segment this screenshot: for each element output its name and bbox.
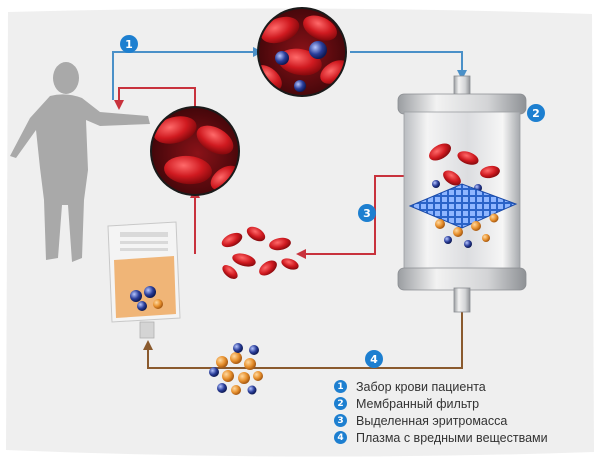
plasma-line xyxy=(147,312,463,369)
step-badge-3: 3 xyxy=(358,204,376,222)
svg-text:2: 2 xyxy=(532,107,540,120)
arrow-down-icon xyxy=(114,100,124,110)
step-badge-2: 2 xyxy=(527,104,545,122)
arrow-down-icon xyxy=(457,70,467,80)
blood-draw-line xyxy=(112,51,253,100)
return-line xyxy=(118,87,196,106)
legend-number-badge: 3 xyxy=(334,414,347,427)
patient-silhouette-icon xyxy=(10,62,150,263)
legend-label: Забор крови пациента xyxy=(356,379,486,394)
legend-label: Мембранный фильтр xyxy=(356,396,480,411)
arrow-up-icon xyxy=(143,340,153,350)
red-blood-cells-circle-icon xyxy=(150,106,240,196)
legend-number-badge: 4 xyxy=(334,431,347,444)
legend-label: Выделенная эритромасса xyxy=(356,413,508,428)
svg-text:3: 3 xyxy=(363,207,371,220)
legend-item-2: 2 Мембранный фильтр xyxy=(334,395,598,412)
legend-number-badge: 1 xyxy=(334,380,347,393)
plasma-bag-icon xyxy=(107,221,181,339)
legend-item-4: 4 Плазма с вредными веществами xyxy=(334,429,598,446)
membrane-filter-icon xyxy=(397,75,527,313)
svg-text:1: 1 xyxy=(125,38,133,51)
legend-number-badge: 2 xyxy=(334,397,347,410)
legend: 1 Забор крови пациента 2 Мембранный филь… xyxy=(334,378,598,446)
toxin-particles-icon xyxy=(209,343,263,395)
arrow-left-icon xyxy=(296,249,306,259)
filter-feed-line xyxy=(350,51,463,70)
legend-item-1: 1 Забор крови пациента xyxy=(334,378,598,395)
step-badge-1: 1 xyxy=(120,35,138,53)
red-blood-cells-icon xyxy=(221,226,299,279)
legend-label: Плазма с вредными веществами xyxy=(356,430,548,445)
svg-text:4: 4 xyxy=(370,353,378,366)
membrane-mesh xyxy=(408,183,518,229)
legend-item-3: 3 Выделенная эритромасса xyxy=(334,412,598,429)
step-badge-4: 4 xyxy=(365,350,383,368)
